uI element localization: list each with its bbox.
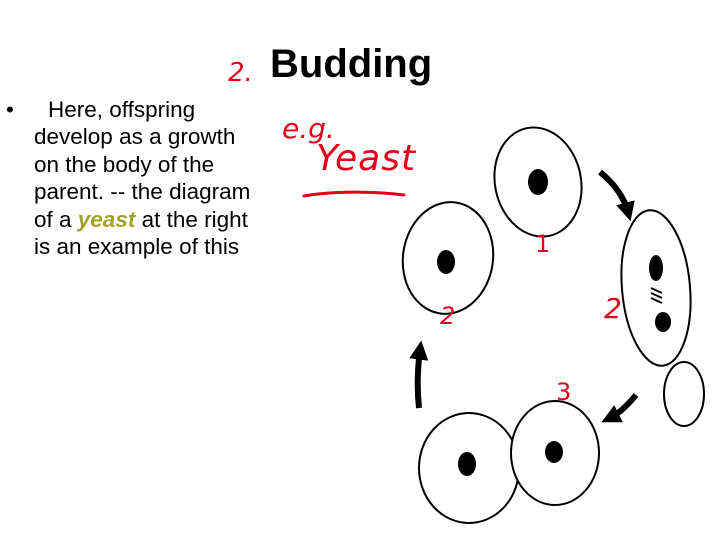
bullet-marker: • [6, 97, 14, 122]
line5-after: at the right [135, 206, 248, 232]
cell-stage-3-left [418, 412, 520, 524]
nucleus [437, 250, 455, 274]
example-abbrev-annotation: e.g. [282, 112, 335, 145]
cell-stage-3-right [510, 400, 600, 506]
arrow-icon [409, 340, 429, 409]
line5-before: of a [34, 206, 78, 232]
stage-label: 3 [556, 378, 572, 406]
arrow-icon [601, 393, 639, 423]
yeast-budding-diagram [401, 126, 705, 524]
stage-label: 2 [604, 292, 622, 325]
section-number-annotation: 2. [228, 58, 253, 88]
arrow-icon [598, 169, 635, 222]
nucleus [545, 441, 563, 463]
bullet-line: is an example of this [34, 234, 240, 260]
bullet-line: develop as a growth [34, 124, 236, 150]
nucleus [655, 312, 671, 332]
bullet-line: parent. -- the diagram [34, 179, 251, 205]
bullet-text: Here, offspring develop as a growth on t… [34, 96, 324, 260]
stage-label: 1 [535, 230, 551, 258]
yeast-underline [302, 190, 406, 198]
nucleus [528, 169, 548, 195]
cell-stage-4 [401, 201, 495, 315]
bullet-line: on the body of the [34, 151, 215, 177]
cell-stage-2-parent [620, 209, 692, 367]
slide-title: Budding [270, 42, 433, 86]
division-lines [650, 287, 663, 304]
yeast-handwritten-annotation: Yeast [316, 138, 417, 179]
bullet-line: Here, offspring [48, 97, 196, 122]
stage-label: 2 [440, 302, 456, 330]
cell-stage-1 [493, 126, 583, 238]
bullet-line: of a yeast at the right [34, 206, 324, 233]
nucleus [649, 255, 663, 281]
yeast-highlight: yeast [77, 206, 136, 232]
nucleus [458, 452, 476, 476]
bud-stage-2 [663, 361, 705, 427]
